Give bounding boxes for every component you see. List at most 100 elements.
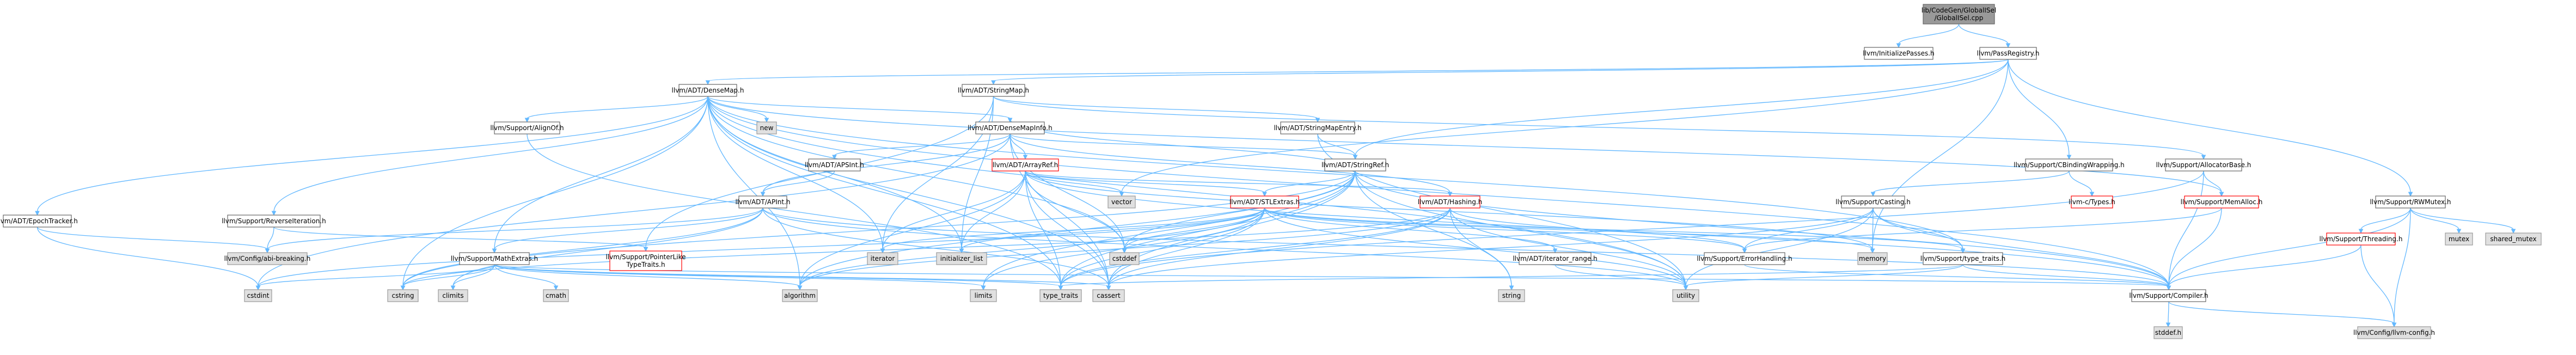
node-errhandling[interactable]: llvm/Support/ErrorHandling.h — [1697, 252, 1792, 265]
node-box — [738, 195, 787, 209]
node-stddef: stddef.h — [2153, 326, 2183, 339]
edge-passreg-to-stringmap — [991, 59, 2009, 85]
node-cbinding[interactable]: llvm/Support/CBindingWrapping.h — [2014, 158, 2125, 172]
node-box — [387, 289, 419, 302]
node-box — [1039, 289, 1082, 302]
node-initlist: initializer_list — [936, 252, 987, 265]
edge-line — [762, 133, 1011, 193]
edge-line — [273, 96, 708, 212]
edge-line — [961, 207, 1265, 250]
node-ctypes[interactable]: llvm-c/Types.h — [2069, 195, 2115, 209]
node-cassert: cassert — [1092, 289, 1125, 302]
edge-arrowhead — [2005, 43, 2011, 48]
edge-apint-to-mathextras — [492, 207, 763, 254]
edge-line — [1025, 170, 1061, 287]
node-casting[interactable]: llvm/Support/Casting.h — [1835, 195, 1911, 209]
node-box — [2326, 232, 2396, 246]
edge-line — [402, 207, 763, 287]
node-box — [1498, 289, 1525, 302]
edge-smentry-to-stringref — [1317, 133, 1358, 160]
node-label: llvm/Support/AlignOf.h — [490, 124, 564, 132]
edge-arrowhead — [271, 211, 277, 216]
edge-densemap-to-iterator — [707, 96, 885, 254]
node-label: string — [1502, 292, 1521, 299]
node-passreg[interactable]: llvm/PassRegistry.h — [1977, 47, 2040, 60]
edge-arrowhead — [2089, 192, 2095, 197]
node-label: llvm/Support/MemAlloc.h — [2181, 198, 2263, 206]
node-rwmutex[interactable]: llvm/Support/RWMutex.h — [2370, 195, 2451, 209]
node-label: llvm/Support/CBindingWrapping.h — [2014, 161, 2125, 169]
edge-line — [2394, 207, 2411, 324]
edge-line — [494, 264, 800, 287]
edge-line — [36, 227, 259, 287]
node-box — [494, 121, 560, 134]
edge-memalloc-to-compiler — [2166, 207, 2222, 291]
node-box — [808, 158, 861, 172]
node-memalloc[interactable]: llvm/Support/MemAlloc.h — [2181, 195, 2263, 209]
edge-line — [527, 133, 1061, 287]
node-apsint[interactable]: llvm/ADT/APSInt.h — [805, 158, 864, 172]
edge-line — [2168, 301, 2169, 324]
node-vector: vector — [1108, 195, 1136, 209]
node-llvmconfig: llvm/Config/llvm-config.h — [2353, 326, 2435, 339]
edge-line — [1025, 170, 1265, 193]
edge-line — [494, 264, 2169, 287]
node-initpasses[interactable]: llvm/InitializePasses.h — [1863, 47, 1935, 60]
node-allocbase[interactable]: llvm/Support/AllocatorBase.h — [2156, 158, 2251, 172]
edge-apint-to-cstring — [400, 207, 763, 291]
node-revit[interactable]: llvm/Support/ReverseIteration.h — [222, 215, 326, 228]
node-type_traits: type_traits — [1039, 289, 1082, 302]
node-itrange[interactable]: llvm/ADT/iterator_range.h — [1513, 252, 1598, 265]
edge-arrowhead — [2165, 322, 2171, 328]
node-stringmap[interactable]: llvm/ADT/StringMap.h — [958, 84, 1029, 97]
edge-line — [494, 207, 763, 250]
node-smentry[interactable]: llvm/ADT/StringMapEntry.h — [1274, 121, 1362, 134]
node-label: llvm/PassRegistry.h — [1977, 50, 2040, 57]
edge-epoch-to-abibreak — [36, 227, 270, 254]
node-arrayref[interactable]: llvm/ADT/ArrayRef.h — [992, 158, 1059, 172]
node-root[interactable]: lib/CodeGen/GlobalISel/GlobalISel.cpp — [1922, 4, 1997, 25]
node-typetraitsh[interactable]: llvm/Support/type_traits.h — [1920, 252, 2006, 265]
node-stringref[interactable]: llvm/ADT/StringRef.h — [1321, 158, 1389, 172]
edge-line — [1124, 170, 1356, 250]
edge-arrowhead — [981, 285, 986, 291]
edge-alignof-to-type_traits — [527, 133, 1063, 291]
edge-arrowhead — [492, 248, 497, 254]
node-epoch[interactable]: llvm/ADT/EpochTracker.h — [0, 215, 78, 228]
edge-rwmutex-to-compiler — [2166, 207, 2411, 291]
node-densemapinfo[interactable]: llvm/ADT/DenseMapInfo.h — [968, 121, 1053, 134]
node-densemap[interactable]: llvm/ADT/DenseMap.h — [672, 84, 744, 97]
edge-line — [1685, 264, 1963, 287]
edge-line — [273, 227, 646, 248]
node-label: stddef.h — [2155, 329, 2181, 336]
node-hashing[interactable]: llvm/ADT/Hashing.h — [1418, 195, 1483, 209]
node-box — [2375, 195, 2446, 209]
node-threading[interactable]: llvm/Support/Threading.h — [2320, 232, 2403, 246]
edge-line — [834, 133, 1011, 156]
node-label: llvm/Support/Casting.h — [1835, 198, 1911, 206]
node-mathextras[interactable]: llvm/Support/MathExtras.h — [451, 252, 538, 265]
node-label: type_traits — [1043, 292, 1078, 299]
node-alignof[interactable]: llvm/Support/AlignOf.h — [490, 121, 564, 134]
node-stlextras[interactable]: llvm/ADT/STLExtras.h — [1229, 195, 1300, 209]
node-box — [227, 252, 308, 265]
node-string: string — [1498, 289, 1525, 302]
node-compiler[interactable]: llvm/Support/Compiler.h — [2129, 289, 2208, 302]
edge-stlextras-to-cstddef — [1122, 207, 1265, 254]
edge-apsint-to-apint — [760, 170, 835, 197]
edge-arrowhead — [524, 118, 530, 123]
edge-arrowhead — [1007, 118, 1013, 123]
edge-line — [1873, 207, 2169, 287]
edge-line — [707, 96, 2169, 287]
edge-line — [707, 96, 883, 250]
edge-line — [1555, 264, 1686, 287]
node-box — [1857, 252, 1888, 265]
node-label: iterator — [871, 255, 895, 262]
node-climits: climits — [438, 289, 468, 302]
node-label: cstddef — [1112, 255, 1137, 262]
edge-line — [882, 170, 1026, 250]
node-apint[interactable]: llvm/ADT/APInt.h — [735, 195, 791, 209]
edge-stlextras-to-iterator — [880, 207, 1265, 254]
